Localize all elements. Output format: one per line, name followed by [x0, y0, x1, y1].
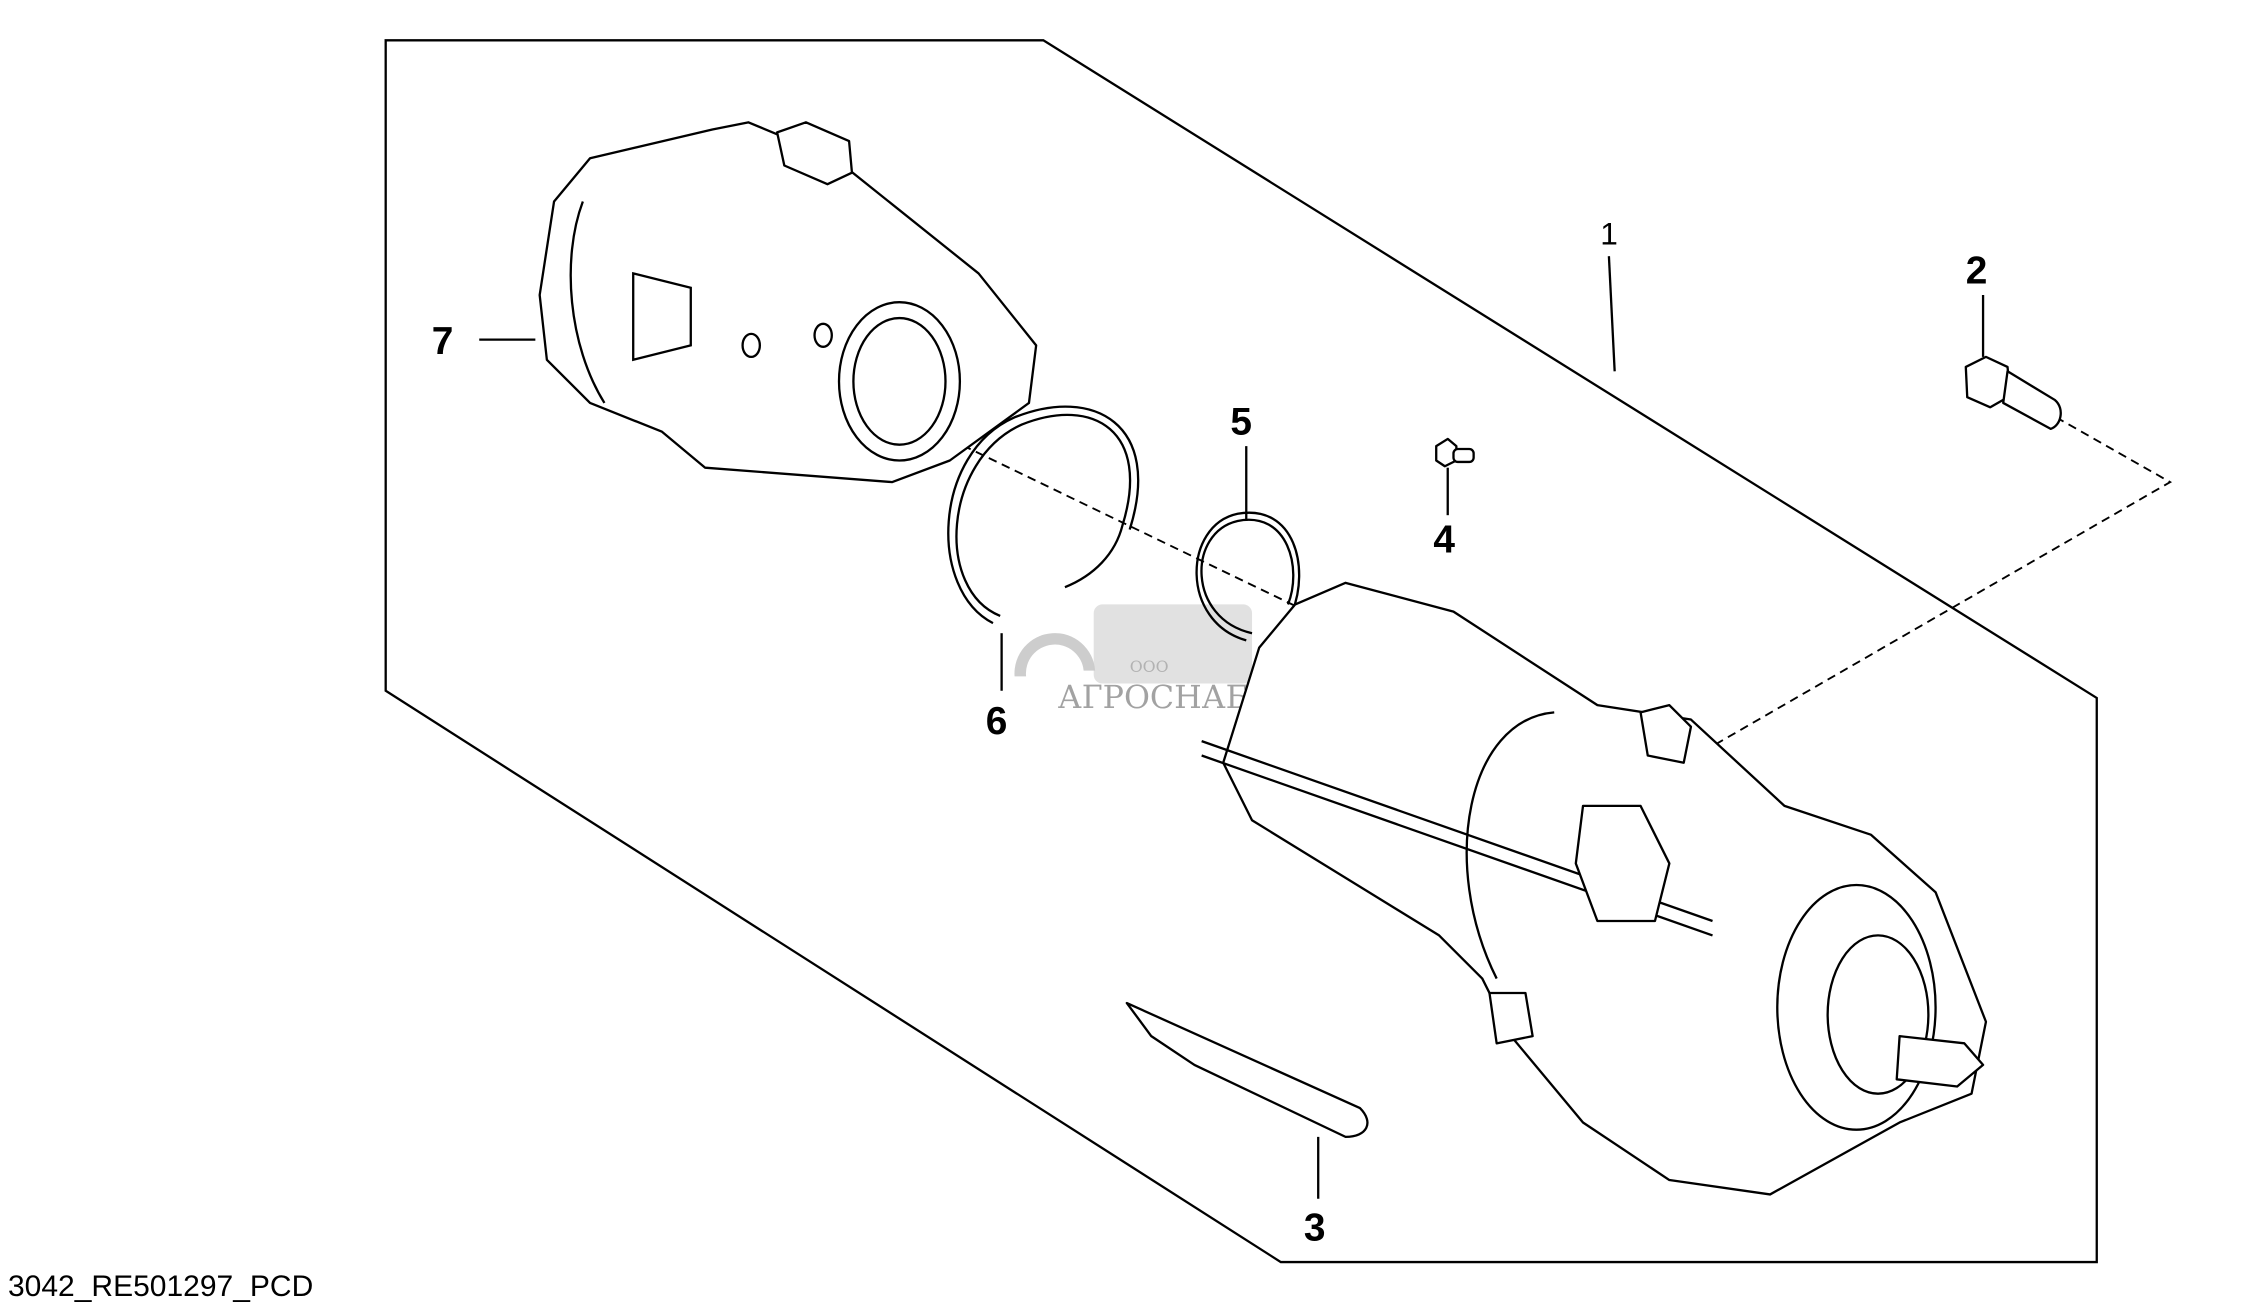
part-7-drive-housing	[538, 121, 1038, 484]
part-2-bolt	[1964, 355, 2062, 430]
callout-7: 7	[432, 320, 454, 363]
part-1-starter-motor	[1201, 581, 1988, 1196]
callout-4: 4	[1433, 519, 1455, 562]
part-5-small-o-ring	[1195, 511, 1301, 642]
part-6-large-o-ring	[947, 405, 1140, 625]
callout-1: 1	[1600, 216, 1618, 252]
diagram-id-caption: 3042_RE501297_PCD	[8, 1270, 314, 1303]
callout-6: 6	[986, 700, 1008, 743]
part-3-heat-shield	[1125, 1001, 1369, 1139]
part-4-screw	[1435, 437, 1475, 468]
callout-leaders	[479, 256, 1985, 1199]
watermark-name: АГРОСНАБ	[1058, 680, 1249, 716]
callout-3: 3	[1304, 1206, 1326, 1249]
watermark-prefix: ООО	[1130, 657, 1169, 676]
agrosnab-watermark-logo: ООО АГРОСНАБ	[1014, 604, 1253, 716]
callout-5: 5	[1230, 401, 1252, 444]
kit-outline-box	[384, 39, 2098, 1264]
callout-2: 2	[1966, 249, 1988, 292]
